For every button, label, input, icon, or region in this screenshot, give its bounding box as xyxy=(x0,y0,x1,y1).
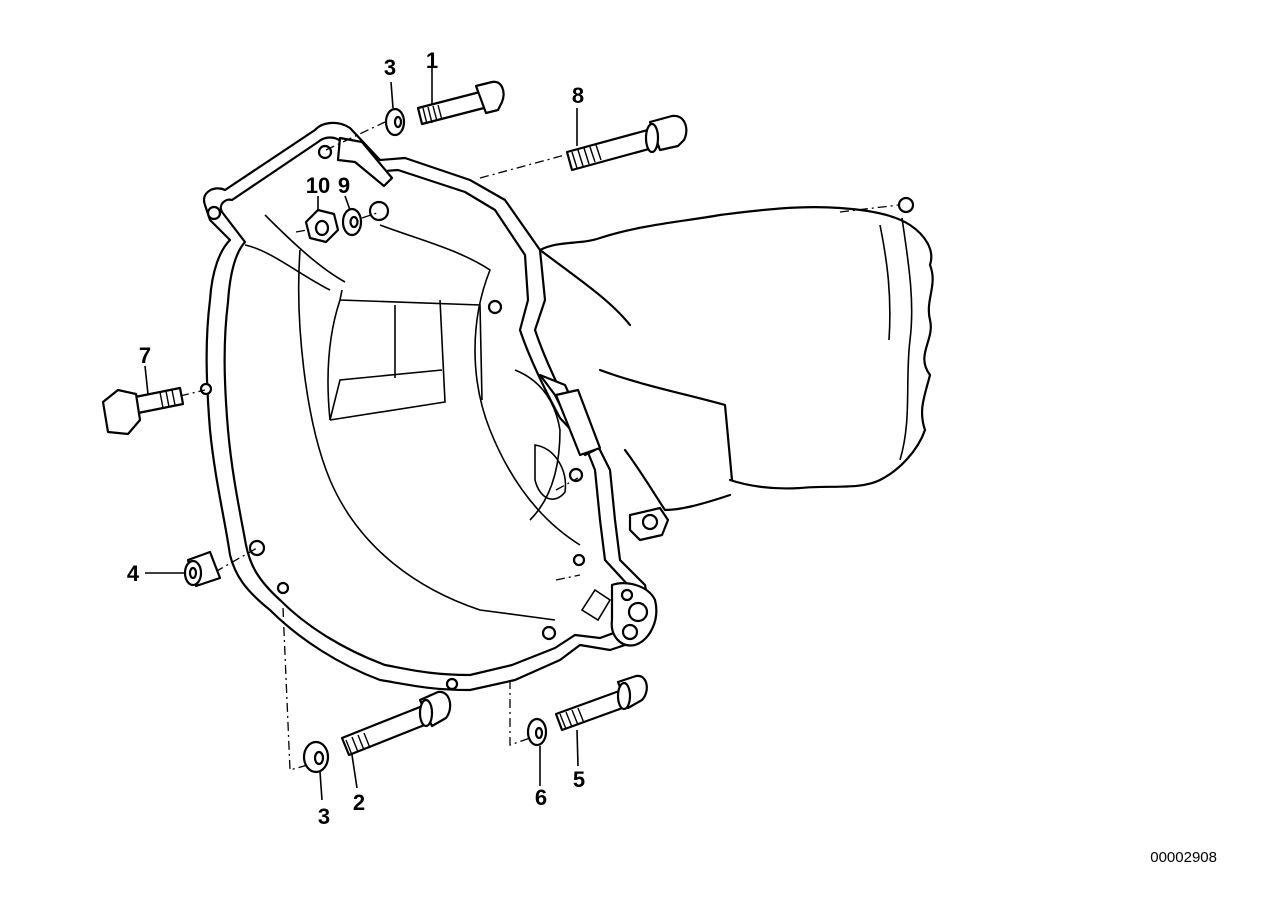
part-8-bolt xyxy=(565,114,688,172)
gearbox-body xyxy=(538,196,934,542)
assembly-lines xyxy=(179,121,581,771)
part-2-bolt xyxy=(340,690,452,757)
label-part-8: 8 xyxy=(572,83,584,108)
label-part-3-bottom: 3 xyxy=(318,804,330,829)
label-part-10: 10 xyxy=(306,173,330,198)
part-9-washer xyxy=(341,207,363,237)
part-5-bolt xyxy=(554,674,648,732)
part-3-washer-bottom xyxy=(302,740,330,774)
label-part-7: 7 xyxy=(139,343,151,368)
part-7-bolt xyxy=(101,386,185,436)
part-labels: 3 1 8 10 9 7 4 3 2 6 5 xyxy=(127,48,585,829)
leader-lines xyxy=(144,66,579,801)
part-10-nut xyxy=(304,208,340,244)
part-4-sleeve xyxy=(183,550,222,588)
label-part-4: 4 xyxy=(127,561,140,586)
part-1-bolt xyxy=(416,80,505,126)
label-part-6: 6 xyxy=(535,785,547,810)
part-6-washer xyxy=(526,717,548,747)
label-part-5: 5 xyxy=(573,767,585,792)
diagram-reference-number: 00002908 xyxy=(1150,849,1217,866)
label-part-1: 1 xyxy=(426,48,438,73)
label-part-9: 9 xyxy=(338,173,350,198)
label-part-3-top: 3 xyxy=(384,55,396,80)
bellhousing-housing xyxy=(199,121,658,692)
part-3-washer-top xyxy=(384,107,406,137)
label-part-2: 2 xyxy=(353,790,365,815)
